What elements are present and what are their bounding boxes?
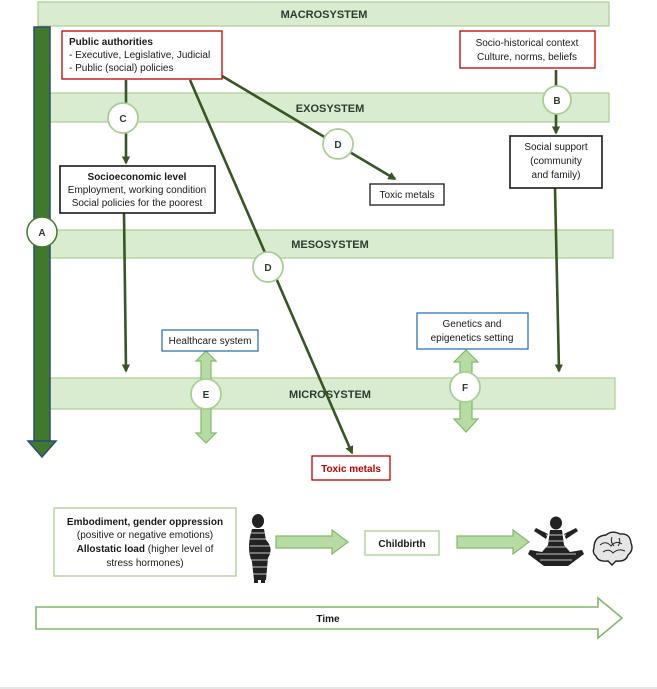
childbirth-box: Childbirth: [364, 530, 440, 556]
arrow-from-childbirth: [456, 528, 530, 556]
circle-f: F: [449, 371, 481, 403]
embodiment-line3: Allostatic load (higher level of: [77, 544, 214, 555]
social-support-line1: Social support: [524, 142, 588, 153]
toxic-metals-exo-label: Toxic metals: [379, 190, 434, 201]
circle-a: A: [26, 216, 58, 248]
macrosystem-label: MACROSYSTEM: [281, 9, 368, 21]
public-authorities-box: Public authorities - Executive, Legislat…: [61, 30, 223, 80]
time-label: Time: [316, 614, 340, 625]
meditating-woman-icon: [528, 516, 584, 566]
toxic-metals-exo-box: Toxic metals: [369, 183, 445, 206]
macrosystem-band: MACROSYSTEM: [37, 1, 610, 27]
exosystem-band: EXOSYSTEM: [49, 92, 610, 123]
circle-a-label: A: [38, 228, 45, 239]
exosystem-label: EXOSYSTEM: [296, 103, 364, 115]
embodiment-line4: stress hormones): [106, 558, 183, 569]
public-authorities-line1: - Executive, Legislative, Judicial: [69, 50, 210, 61]
circle-e-label: E: [203, 390, 210, 401]
public-authorities-line2: - Public (social) policies: [69, 63, 173, 74]
pregnant-woman-icon: [249, 514, 272, 583]
social-support-box: Social support (community and family): [509, 135, 603, 189]
embodiment-box: Embodiment, gender oppression (positive …: [53, 507, 237, 577]
healthcare-box: Healthcare system: [161, 329, 259, 352]
socioeconomic-title: Socioeconomic level: [88, 172, 187, 183]
genetics-line2: epigenetics setting: [431, 333, 514, 344]
microsystem-label: MICROSYSTEM: [289, 389, 371, 401]
mesosystem-label: MESOSYSTEM: [291, 239, 369, 251]
circle-d-meso: D: [252, 251, 284, 283]
sociohistorical-line2: Culture, norms, beliefs: [477, 52, 577, 63]
toxic-metals-micro-label: Toxic metals: [321, 464, 381, 475]
arrow-support-to-microsystem: [553, 187, 564, 373]
genetics-line1: Genetics and: [443, 319, 502, 330]
mesosystem-band: MESOSYSTEM: [49, 229, 614, 259]
public-authorities-title: Public authorities: [69, 37, 153, 48]
embodiment-line2: (positive or negative emotions): [77, 530, 213, 541]
brain-icon: [592, 531, 633, 566]
childbirth-label: Childbirth: [378, 539, 425, 550]
arrow-to-childbirth: [275, 528, 349, 556]
social-support-line2: (community: [530, 156, 582, 167]
socioeconomic-line1: Employment, working condition: [68, 185, 206, 196]
embodiment-line1: Embodiment, gender oppression: [67, 517, 223, 528]
circle-f-label: F: [462, 383, 468, 394]
circle-e: E: [190, 378, 222, 410]
circle-c-label: C: [119, 114, 126, 125]
arrow-authorities-to-toxic-metals-exo: [221, 74, 397, 181]
circle-d-exo: D: [322, 128, 354, 160]
social-support-line3: and family): [532, 170, 581, 181]
circle-d-exo-label: D: [334, 140, 341, 151]
microsystem-band: MICROSYSTEM: [49, 377, 616, 410]
circle-c: C: [107, 102, 139, 134]
healthcare-label: Healthcare system: [169, 336, 252, 347]
sociohistorical-line1: Socio-historical context: [476, 38, 579, 49]
time-arrow: Time: [35, 596, 624, 640]
circle-b-label: B: [553, 96, 560, 107]
circle-b: B: [542, 85, 572, 115]
circle-d-meso-label: D: [264, 263, 271, 274]
genetics-box: Genetics and epigenetics setting: [416, 312, 529, 350]
socioeconomic-line2: Social policies for the poorest: [72, 198, 203, 209]
socioeconomic-box: Socioeconomic level Employment, working …: [59, 165, 216, 214]
arrow-socioeconomic-to-microsystem: [121, 212, 131, 373]
sociohistorical-box: Socio-historical context Culture, norms,…: [459, 30, 596, 69]
toxic-metals-micro-box: Toxic metals: [311, 455, 391, 481]
